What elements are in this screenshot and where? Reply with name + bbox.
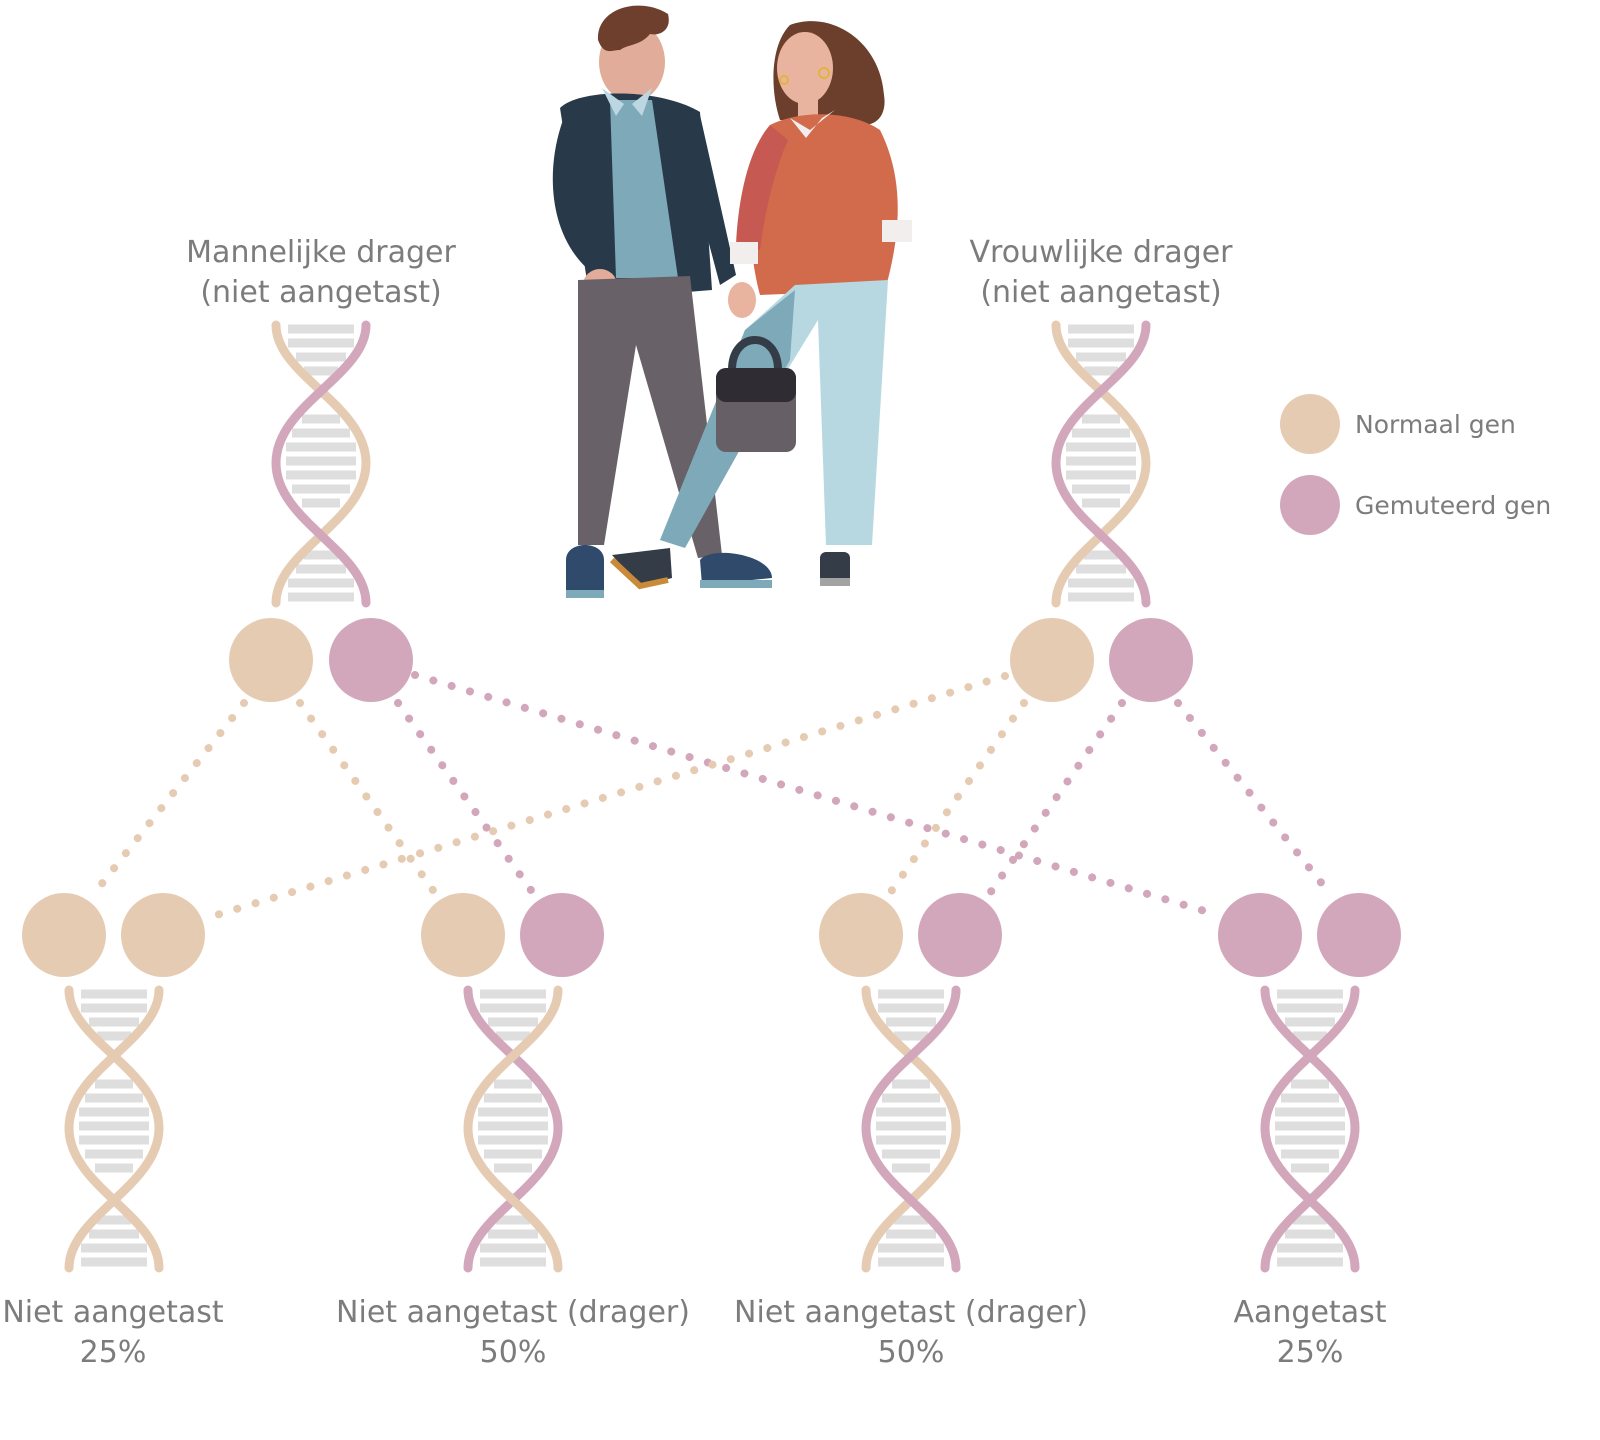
child3-dna-icon: [866, 990, 956, 1268]
child4-allele-a: [1218, 893, 1302, 977]
child1-label: Niet aangetast 25%: [0, 1293, 293, 1373]
legend-mutated-swatch: [1280, 475, 1340, 535]
child4-outcome: Aangetast: [1233, 1295, 1387, 1330]
male-mutated-allele: [329, 618, 413, 702]
child3-allele-a: [819, 893, 903, 977]
child2-label: Niet aangetast (drager) 50%: [333, 1293, 693, 1373]
female-parent-label-line1: Vrouwlijke drager: [969, 235, 1233, 270]
legend-normal-swatch: [1280, 394, 1340, 454]
legend-normal-label: Normaal gen: [1355, 410, 1516, 439]
legend-mutated-label: Gemuteerd gen: [1355, 491, 1552, 520]
connector-lines: [89, 671, 1335, 921]
woman-figure-icon: [609, 21, 912, 590]
child2-allele-b: [520, 893, 604, 977]
female-normal-to-child3: [886, 699, 1028, 897]
female-parent-label-line2: (niet aangetast): [980, 275, 1222, 310]
child2-percent: 50%: [479, 1335, 547, 1370]
child3-allele-b: [918, 893, 1002, 977]
female-mutated-to-child4: [1174, 699, 1335, 899]
child3-label: Niet aangetast (drager) 50%: [731, 1293, 1091, 1373]
male-parent-dna-icon: [276, 325, 366, 603]
female-parent-dna-icon: [1056, 325, 1146, 603]
male-parent-label-line1: Mannelijke drager: [186, 235, 456, 270]
female-mutated-to-child3: [986, 699, 1126, 897]
child1-allele-a: [22, 893, 106, 977]
child3-percent: 50%: [877, 1335, 945, 1370]
male-parent-label: Mannelijke drager (niet aangetast): [151, 233, 491, 313]
male-normal-to-child2: [296, 699, 439, 897]
child2-outcome: Niet aangetast (drager): [336, 1295, 690, 1330]
child2-dna-icon: [468, 990, 558, 1268]
child1-outcome: Niet aangetast: [2, 1295, 224, 1330]
female-mutated-allele: [1109, 618, 1193, 702]
couple-illustration-icon: [552, 5, 912, 598]
child3-outcome: Niet aangetast (drager): [734, 1295, 1088, 1330]
female-parent-label: Vrouwlijke drager (niet aangetast): [931, 233, 1271, 313]
child1-allele-b: [121, 893, 205, 977]
female-normal-allele: [1010, 618, 1094, 702]
male-mutated-to-child4: [411, 671, 1222, 919]
child2-allele-a: [421, 893, 505, 977]
child4-allele-b: [1317, 893, 1401, 977]
male-normal-to-child1: [89, 699, 248, 899]
male-mutated-to-child2: [394, 699, 537, 897]
child1-percent: 25%: [79, 1335, 147, 1370]
female-normal-to-child1: [206, 672, 1009, 921]
child1-dna-icon: [69, 990, 159, 1268]
male-normal-allele: [229, 618, 313, 702]
male-parent-label-line2: (niet aangetast): [200, 275, 442, 310]
child4-percent: 25%: [1276, 1335, 1344, 1370]
child4-dna-icon: [1265, 990, 1355, 1268]
man-figure-icon: [552, 5, 772, 598]
child4-label: Aangetast 25%: [1130, 1293, 1490, 1373]
